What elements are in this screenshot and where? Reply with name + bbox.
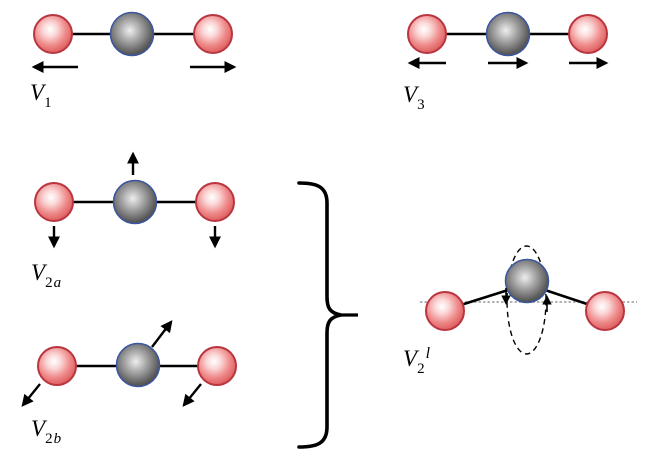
arrow-down-left-icon: [182, 383, 202, 407]
mode-v2b-label: V2b: [31, 416, 61, 447]
label-sub: 3: [417, 97, 425, 113]
outer-atom: [34, 182, 74, 222]
mode-v1-diagram: [31, 11, 237, 73]
label-base: V: [31, 416, 46, 441]
center-atom: [112, 179, 158, 225]
label-base: V: [31, 260, 46, 285]
outer-atom: [37, 346, 77, 386]
label-sup-letter: l: [425, 345, 431, 362]
label-sub: 2: [45, 431, 53, 447]
label-sub: 2: [417, 361, 425, 377]
brace-path: [297, 181, 342, 449]
center-atom: [504, 258, 550, 304]
label-base: V: [403, 346, 418, 371]
outer-atom: [33, 14, 73, 54]
mode-v1-label: V1: [30, 80, 52, 111]
center-atom: [109, 11, 155, 57]
arrow-up-right-icon: [151, 320, 173, 348]
label-base: V: [30, 80, 45, 105]
label-sub-letter: a: [53, 275, 62, 291]
outer-atom: [407, 14, 447, 54]
center-atom: [115, 342, 161, 388]
label-sub-letter: b: [53, 431, 62, 447]
label-sub: 2: [45, 275, 53, 291]
outer-atom: [197, 346, 237, 386]
curly-brace: [297, 181, 358, 449]
outer-atom: [568, 14, 608, 54]
outer-atom: [195, 182, 235, 222]
outer-atom: [193, 14, 233, 54]
mode-v3-label: V3: [403, 82, 425, 113]
mode-v2b-diagram: [21, 320, 237, 407]
arrow-down-left-icon: [21, 383, 41, 407]
mode-v2a-diagram: [34, 151, 235, 249]
outer-atom: [585, 291, 625, 331]
mode-v3-diagram: [407, 11, 609, 69]
mode-v2a-label: V2a: [31, 260, 61, 291]
center-atom: [485, 11, 531, 57]
mode-v2l-diagram: [420, 245, 637, 355]
label-base: V: [403, 82, 418, 107]
outer-atom: [425, 291, 465, 331]
label-sub: 1: [44, 95, 52, 111]
mode-v2l-label: V2l: [403, 345, 431, 377]
